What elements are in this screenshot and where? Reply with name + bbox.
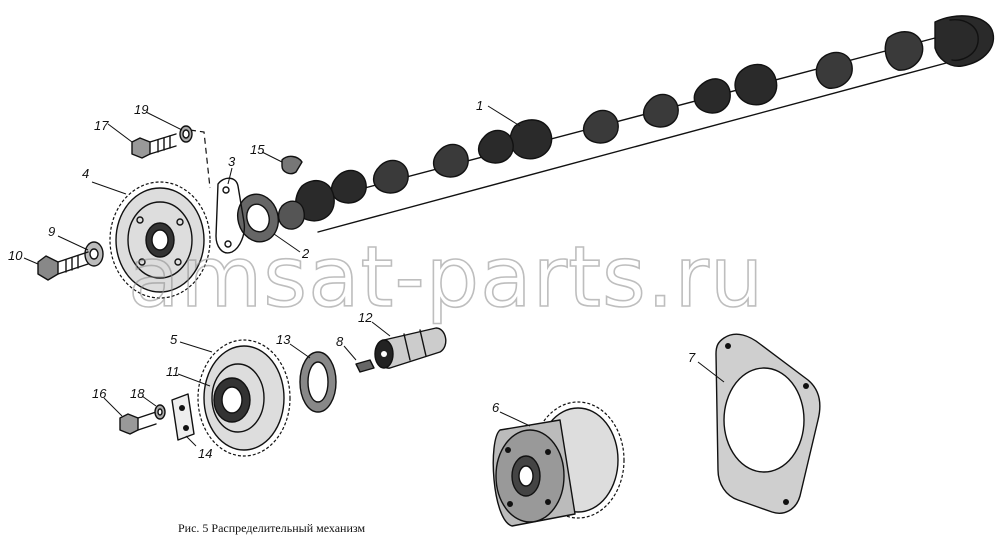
key: [281, 155, 303, 175]
callout-19: 19: [134, 102, 148, 117]
callout-17: 17: [94, 118, 109, 133]
gasket: [715, 333, 821, 514]
callout-7: 7: [688, 350, 696, 365]
callout-16: 16: [92, 386, 107, 401]
callout-1: 1: [476, 98, 483, 113]
thrust-washer-axle: [299, 351, 337, 413]
callout-6: 6: [492, 400, 500, 415]
callout-9: 9: [48, 224, 55, 239]
callout-8: 8: [336, 334, 344, 349]
washer-lock: [179, 125, 193, 143]
callout-10: 10: [8, 248, 23, 263]
callout-5: 5: [170, 332, 178, 347]
leader-lines: [23, 105, 725, 447]
axle: [374, 327, 447, 369]
thrust-washer: [237, 193, 279, 243]
guide-line: [189, 129, 211, 189]
callout-labels: 1 2 3 4 5 6 7 8 9 10 11 12 13 14 15 16 1…: [8, 98, 696, 461]
pin: [355, 359, 375, 373]
camshaft-gear: [109, 181, 211, 299]
locking-plate: [171, 393, 195, 441]
figure-caption: Рис. 5 Распределительный механизм: [178, 521, 365, 535]
callout-3: 3: [228, 154, 236, 169]
watermark: amsat-parts.ru: [128, 228, 764, 326]
callout-15: 15: [250, 142, 265, 157]
camshaft: [277, 15, 995, 233]
washer: [84, 241, 104, 267]
callout-13: 13: [276, 332, 291, 347]
bolt: [37, 251, 89, 281]
cam-lobes: [295, 31, 924, 222]
callout-4: 4: [82, 166, 89, 181]
thrust-flange: [215, 177, 246, 254]
bolt-flange: [131, 133, 177, 159]
washer-small: [154, 404, 166, 420]
bushing: [213, 377, 251, 423]
callout-12: 12: [358, 310, 373, 325]
bolt-short: [119, 411, 157, 435]
callout-2: 2: [301, 246, 310, 261]
pump-drive-gear: [492, 401, 625, 527]
callout-18: 18: [130, 386, 145, 401]
callout-14: 14: [198, 446, 212, 461]
callout-11: 11: [166, 364, 180, 379]
